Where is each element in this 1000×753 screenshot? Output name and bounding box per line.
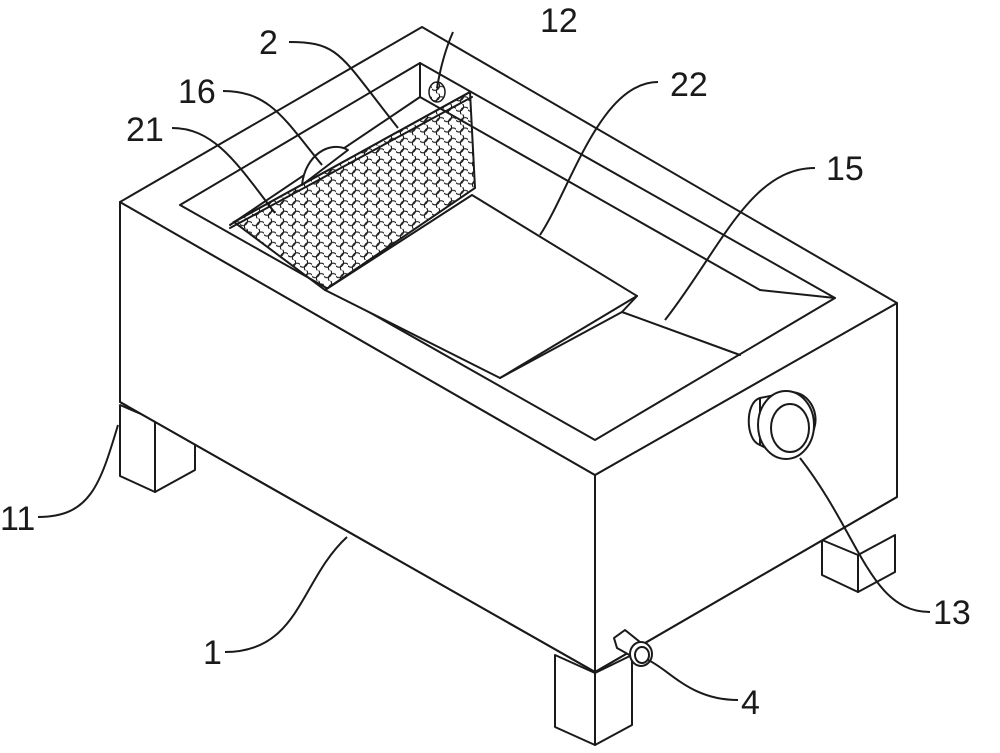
label-22: 22 bbox=[670, 66, 708, 104]
filter-screen bbox=[229, 90, 477, 292]
leader-lines bbox=[37, 31, 931, 701]
label-4: 4 bbox=[741, 684, 760, 722]
motor-disc bbox=[301, 145, 349, 186]
label-1: 1 bbox=[203, 634, 222, 672]
label-12: 12 bbox=[540, 2, 578, 40]
leg-front bbox=[554, 654, 633, 746]
label-21: 21 bbox=[126, 111, 164, 149]
label-16: 16 bbox=[178, 73, 216, 111]
label-15: 15 bbox=[826, 150, 864, 188]
label-2: 2 bbox=[259, 24, 278, 62]
leg-back-right bbox=[821, 534, 896, 593]
slope-plate bbox=[324, 194, 741, 379]
outlet-pipe bbox=[613, 629, 653, 667]
side-port bbox=[747, 390, 817, 460]
label-11: 11 bbox=[0, 500, 35, 538]
vent-mesh bbox=[428, 81, 446, 103]
label-13: 13 bbox=[933, 594, 971, 632]
